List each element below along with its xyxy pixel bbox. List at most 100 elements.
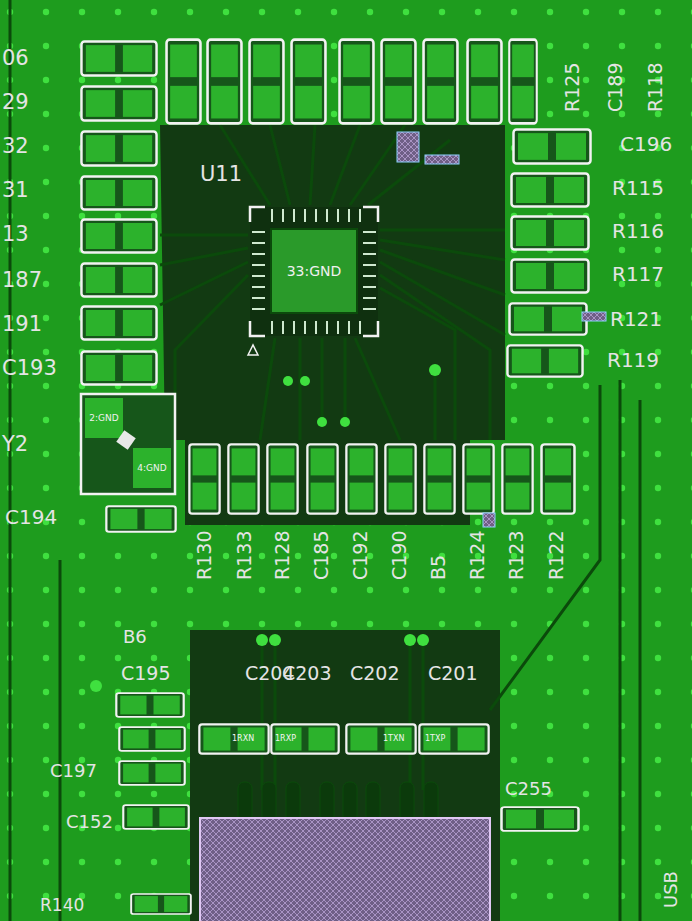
keepout-region	[160, 125, 505, 525]
capacitor-pad	[419, 724, 488, 753]
part-label: C194	[5, 507, 57, 527]
part-label: C190	[390, 530, 409, 580]
resistor-pad	[510, 303, 587, 334]
resistor-pad	[509, 40, 537, 124]
part-label: C201	[428, 664, 478, 683]
part-label: R130	[195, 531, 214, 580]
part-label: U11	[200, 164, 242, 185]
crystal-footprint	[81, 394, 175, 494]
part-label: B5	[429, 555, 448, 580]
resistor-pad	[81, 220, 156, 253]
part-label: R123	[507, 531, 526, 580]
resistor-pad	[131, 894, 191, 914]
part-label: R133	[235, 531, 254, 580]
capacitor-pad	[271, 724, 338, 753]
part-label: 29	[2, 92, 29, 113]
part-label: R125	[563, 63, 582, 112]
resistor-pad	[81, 132, 156, 166]
part-label: R140	[40, 897, 84, 914]
part-label: C197	[50, 762, 97, 780]
capacitor-pad	[81, 307, 156, 340]
resistor-pad	[542, 444, 575, 513]
capacitor-pad	[119, 727, 184, 751]
part-label: 1RXP	[275, 735, 296, 743]
marker-hatch	[483, 513, 495, 527]
part-label: R116	[612, 221, 664, 241]
part-label: 187	[2, 270, 42, 291]
crystal-pad: 2:GND	[85, 398, 123, 438]
marker-hatch	[582, 312, 606, 321]
resistor-pad	[502, 444, 532, 513]
resistor-pad	[167, 40, 201, 124]
resistor-pad	[81, 177, 156, 210]
capacitor-pad	[106, 506, 175, 532]
part-label: C193	[2, 358, 57, 379]
capacitor-pad	[514, 130, 591, 164]
pad-label: 33:GND	[287, 264, 342, 278]
part-label: C196	[620, 134, 672, 154]
part-label: B6	[123, 628, 147, 646]
part-label: C152	[66, 813, 113, 831]
part-label: 1TXP	[425, 735, 445, 743]
pad-label: 2:GND	[89, 414, 118, 423]
marker-hatch	[397, 132, 419, 162]
part-label: C185	[312, 530, 331, 580]
part-label: C202	[350, 664, 400, 683]
resistor-pad	[512, 260, 589, 293]
part-label: R121	[610, 309, 662, 329]
part-label: R118	[646, 63, 665, 112]
bead-pad	[424, 444, 454, 513]
usb-connector	[200, 782, 490, 921]
part-label: C255	[505, 780, 552, 798]
resistor-pad	[512, 174, 589, 207]
part-label: R122	[547, 531, 566, 580]
resistor-pad	[463, 444, 493, 513]
part-label: 191	[2, 314, 42, 335]
part-label: R117	[612, 264, 664, 284]
resistor-pad	[81, 87, 156, 121]
resistor-pad	[382, 40, 416, 124]
part-label: C195	[121, 664, 171, 683]
part-label: R119	[607, 350, 659, 370]
capacitor-pad	[385, 444, 415, 513]
resistor-pad	[208, 40, 242, 124]
pad-label: 4:GND	[137, 464, 166, 473]
part-label: C192	[351, 530, 370, 580]
resistor-pad	[292, 40, 326, 124]
capacitor-pad	[346, 724, 415, 753]
ic-footprint	[248, 207, 378, 355]
part-label: C189	[606, 62, 625, 112]
resistor-pad	[507, 345, 582, 376]
resistor-pad	[81, 42, 156, 76]
thermal-pad: 33:GND	[270, 228, 358, 314]
capacitor-pad	[81, 264, 156, 297]
resistor-pad	[250, 40, 284, 124]
resistor-pad	[228, 444, 258, 513]
capacitor-pad	[502, 807, 579, 831]
resistor-pads	[81, 40, 590, 914]
crystal-pad: 4:GND	[133, 448, 171, 488]
capacitor-pad	[199, 724, 268, 753]
capacitor-pad	[468, 40, 502, 124]
resistor-pad	[267, 444, 297, 513]
capacitor-pad	[346, 444, 376, 513]
part-label: C203	[282, 664, 332, 683]
capacitor-pad	[81, 352, 156, 385]
part-label: R115	[612, 178, 664, 198]
resistor-pad	[189, 444, 219, 513]
part-label: 13	[2, 224, 29, 245]
resistor-pad	[424, 40, 458, 124]
capacitor-pad	[119, 761, 184, 785]
resistor-pad	[512, 217, 589, 250]
capacitor-pad	[123, 805, 188, 829]
marker-hatch	[425, 155, 459, 164]
part-label: Y2	[2, 434, 28, 455]
part-label: R124	[468, 531, 487, 580]
part-label: 06	[2, 48, 29, 69]
trace-group	[10, 0, 640, 921]
part-label: 1RXN	[232, 735, 254, 743]
capacitor-pad	[340, 40, 374, 124]
